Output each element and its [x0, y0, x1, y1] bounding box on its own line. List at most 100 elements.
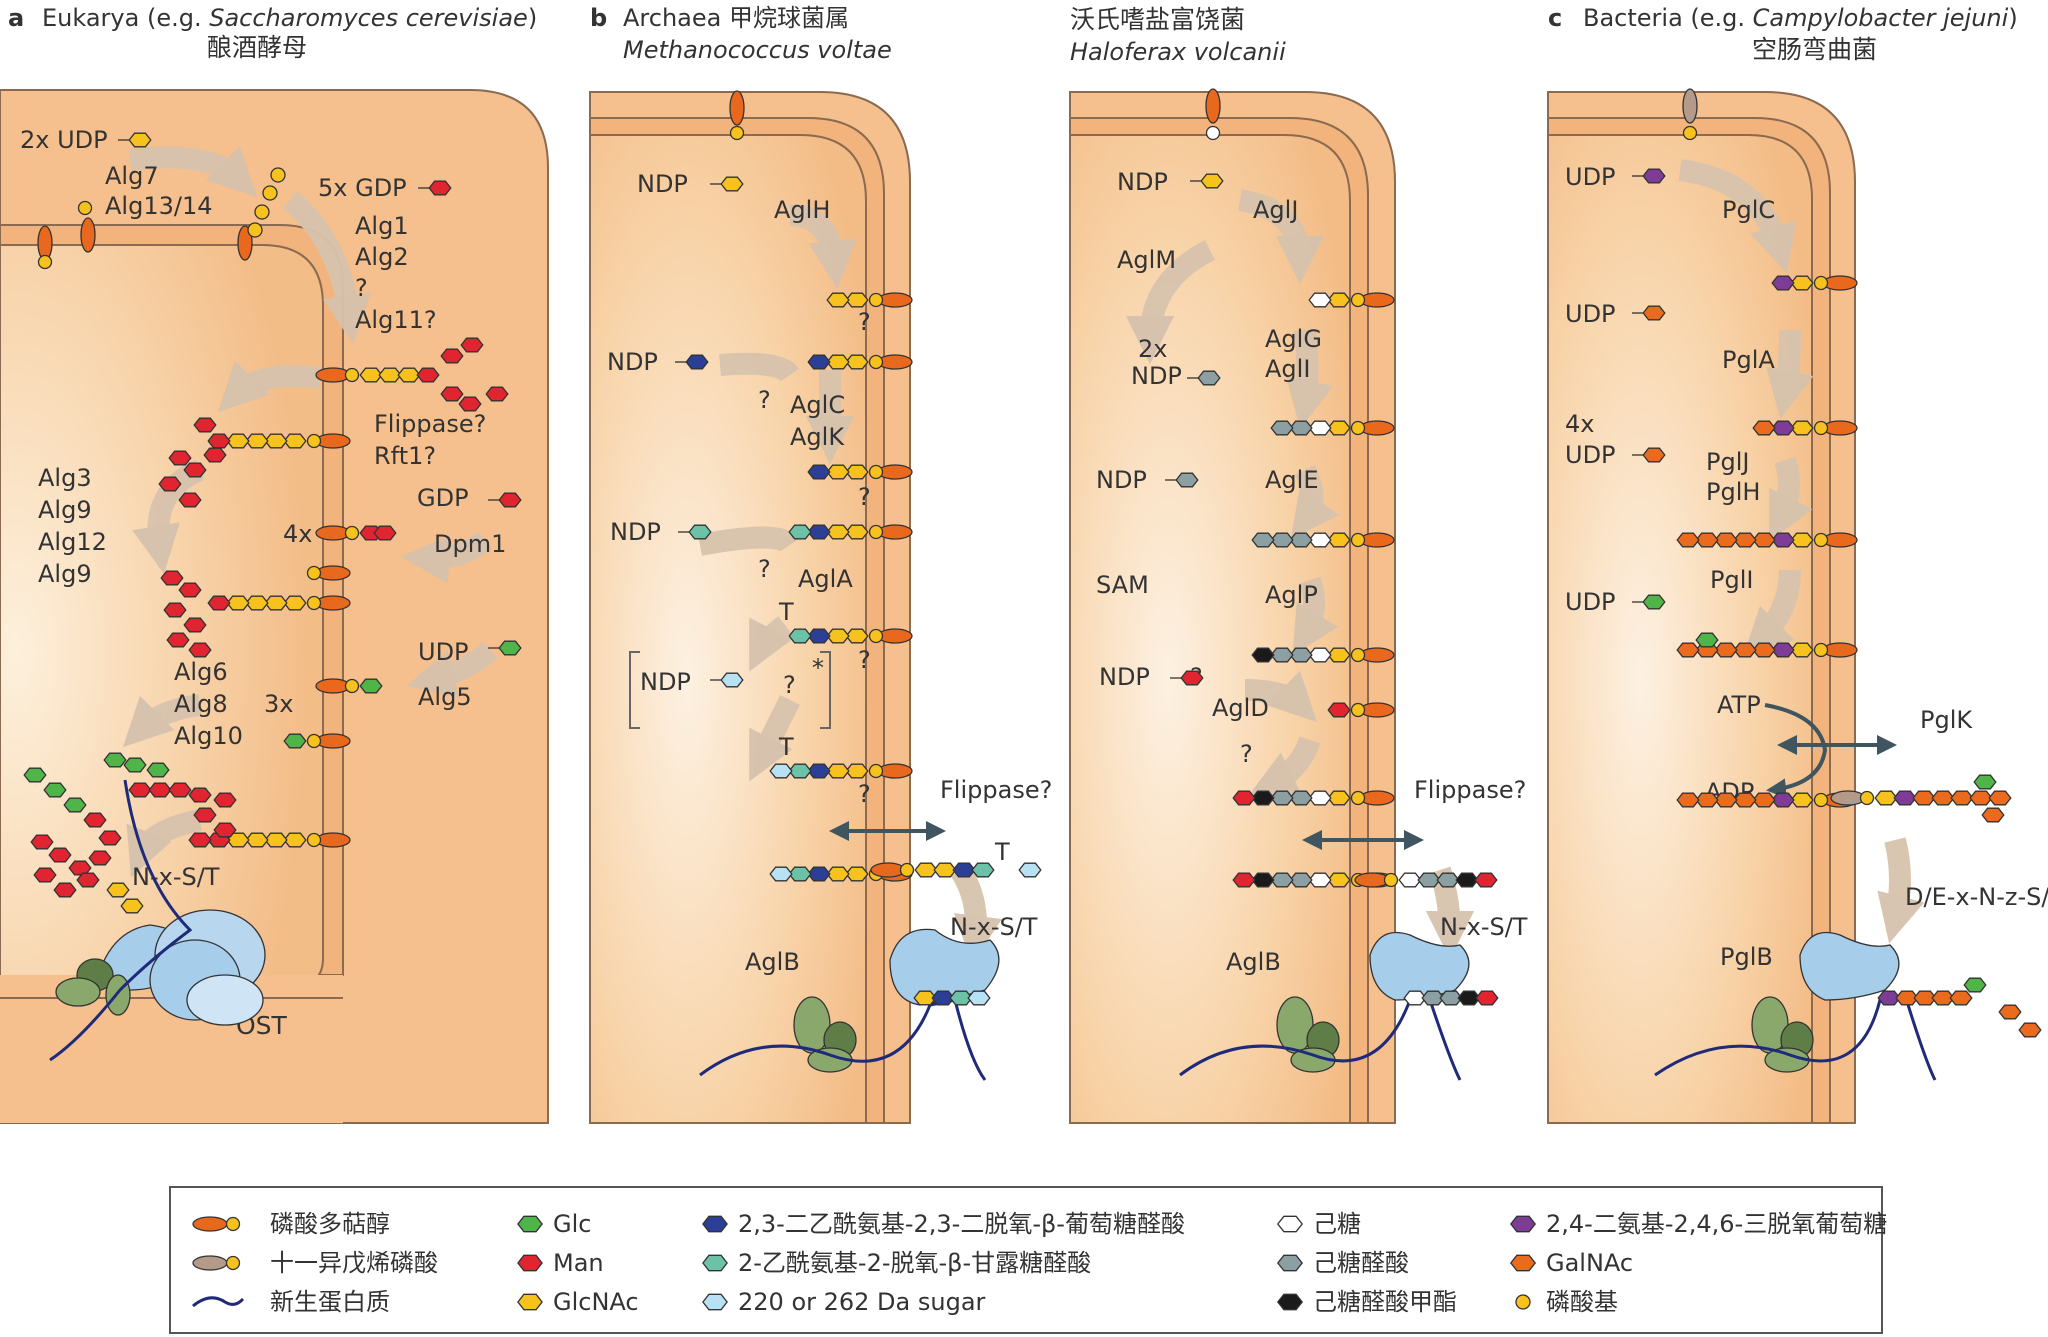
aglb-enzyme: [1369, 931, 1470, 1001]
svg-text:GDP: GDP: [417, 484, 469, 512]
man-sugar: [166, 632, 190, 648]
man-sugar: [188, 832, 212, 848]
glc-sugar: [359, 678, 383, 694]
galnac-sugar: [2018, 1022, 2042, 1038]
hexuronic-sugar: [1289, 420, 1313, 436]
hexose-sugar: [1308, 532, 1332, 548]
glcnac-sugar: [245, 433, 269, 449]
glcnac-sugar: [128, 132, 152, 148]
phosphate-dot: [77, 200, 93, 216]
galnac-sugar: [1733, 642, 1757, 658]
man-sugar: [440, 348, 464, 364]
glcnac-sugar: [720, 176, 744, 192]
svg-text:5x GDP: 5x GDP: [318, 174, 407, 202]
svg-text:AglD: AglD: [1212, 694, 1269, 722]
glycan-glyphs: [23, 88, 2042, 1081]
da-sugar: [769, 866, 793, 882]
svg-text:SAM: SAM: [1096, 571, 1149, 599]
legend-label: 己糖醛酸: [1313, 1249, 1409, 1277]
svg-text:AglI: AglI: [1265, 355, 1310, 383]
methyl-ester-sugar: [1251, 647, 1275, 663]
glcnac-sugar: [1327, 420, 1351, 436]
hexose-icon: [1276, 1215, 1304, 1233]
svg-text:?: ?: [758, 555, 771, 583]
man-sugar: [193, 417, 217, 433]
svg-text:PglA: PglA: [1722, 346, 1775, 374]
man-sugar: [178, 582, 202, 598]
hexuronic-sugar: [1251, 532, 1275, 548]
bacillosamine-icon: [1509, 1215, 1537, 1233]
legend: 磷酸多萜醇十一异戊烯磷酸新生蛋白质GlcManGlcNAc2,3-二乙酰氨基-2…: [169, 1186, 1887, 1334]
glc-icon: [517, 1215, 543, 1233]
phosphate-dot: [1350, 420, 1366, 436]
acetamido-sugar: [788, 524, 812, 540]
man-sugar: [183, 462, 207, 478]
svg-text:Archaea 甲烷球菌属: Archaea 甲烷球菌属: [623, 4, 849, 32]
ost-subunit: [186, 974, 264, 1026]
hexuronic-sugar: [1270, 532, 1294, 548]
galnac-sugar: [1752, 532, 1776, 548]
svg-text:Alg13/14: Alg13/14: [105, 192, 212, 220]
legend-label: 己糖醛酸甲酯: [1313, 1288, 1457, 1316]
svg-text:Alg7: Alg7: [105, 162, 159, 190]
ost-green-subunit: [105, 974, 131, 1016]
phosphate-dot: [899, 862, 915, 878]
man-sugar: [485, 386, 509, 402]
svg-text:UDP: UDP: [1565, 441, 1616, 469]
galnac-sugar: [1714, 792, 1738, 808]
svg-text:Flippase?: Flippase?: [940, 776, 1052, 804]
da-sugar: [769, 763, 793, 779]
galnac-sugar: [1752, 642, 1776, 658]
svg-text:?: ?: [858, 780, 871, 808]
man-sugar: [1327, 702, 1351, 718]
svg-text:Eukarya (e.g. Saccharomyces ce: Eukarya (e.g. Saccharomyces cerevisiae): [42, 4, 537, 32]
galnac-sugar: [1752, 792, 1776, 808]
hexuronic-sugar: [1270, 790, 1294, 806]
phosphate-dot: [1383, 872, 1399, 888]
galnac-sugar: [1733, 792, 1757, 808]
svg-text:Alg3: Alg3: [38, 464, 92, 492]
svg-text:N-x-S/T: N-x-S/T: [950, 913, 1038, 941]
phosphate-dot: [868, 763, 884, 779]
glcnac-sugar: [826, 628, 850, 644]
legend-item: 新生蛋白质: [192, 1288, 390, 1316]
glc-sugar: [103, 752, 127, 768]
galnac-sugar: [1752, 420, 1776, 436]
glcnac-sugar: [1327, 872, 1351, 888]
hexuronic-sugar: [1197, 370, 1221, 386]
glcnac-sugar: [245, 595, 269, 611]
svg-text:NDP: NDP: [1099, 663, 1150, 691]
legend-item: 2,4-二氨基-2,4,6-三脱氧葡萄糖: [1509, 1210, 1887, 1238]
glcnac-sugar: [264, 832, 288, 848]
man-icon: [517, 1254, 543, 1272]
svg-text:D/E-x-N-z-S/T: D/E-x-N-z-S/T: [1905, 883, 2048, 911]
phosphate-icon: [1515, 1294, 1531, 1310]
svg-text:2x UDP: 2x UDP: [20, 126, 108, 154]
glc-sugar: [43, 782, 67, 798]
phosphate-dot: [868, 292, 884, 308]
svg-text:Alg12: Alg12: [38, 528, 107, 556]
svg-text:AglG: AglG: [1265, 325, 1322, 353]
legend-item: 己糖醛酸甲酯: [1276, 1288, 1457, 1316]
diacetamido-sugar: [807, 464, 831, 480]
man-sugar: [498, 492, 522, 508]
svg-text:PglH: PglH: [1706, 478, 1760, 506]
glcnac-sugar: [1327, 532, 1351, 548]
glc-sugar: [63, 797, 87, 813]
acetamido-sugar: [788, 866, 812, 882]
svg-text:ATP: ATP: [1717, 691, 1761, 719]
legend-label: 磷酸多萜醇: [270, 1210, 390, 1238]
svg-text:Alg9: Alg9: [38, 560, 92, 588]
hexuronic-sugar: [1289, 872, 1313, 888]
hexuronic-sugar: [1289, 790, 1313, 806]
phosphate-dot: [225, 1255, 241, 1271]
glcnac-sugar: [826, 464, 850, 480]
svg-text:Flippase?: Flippase?: [374, 410, 486, 438]
legend-item: GalNAc: [1509, 1249, 1633, 1277]
hexuronic-sugar: [1270, 420, 1294, 436]
svg-text:?: ?: [858, 308, 871, 336]
acetamido-sugar: [971, 862, 995, 878]
svg-text:Flippase?: Flippase?: [1414, 776, 1526, 804]
svg-text:空肠弯曲菌: 空肠弯曲菌: [1752, 35, 1877, 64]
